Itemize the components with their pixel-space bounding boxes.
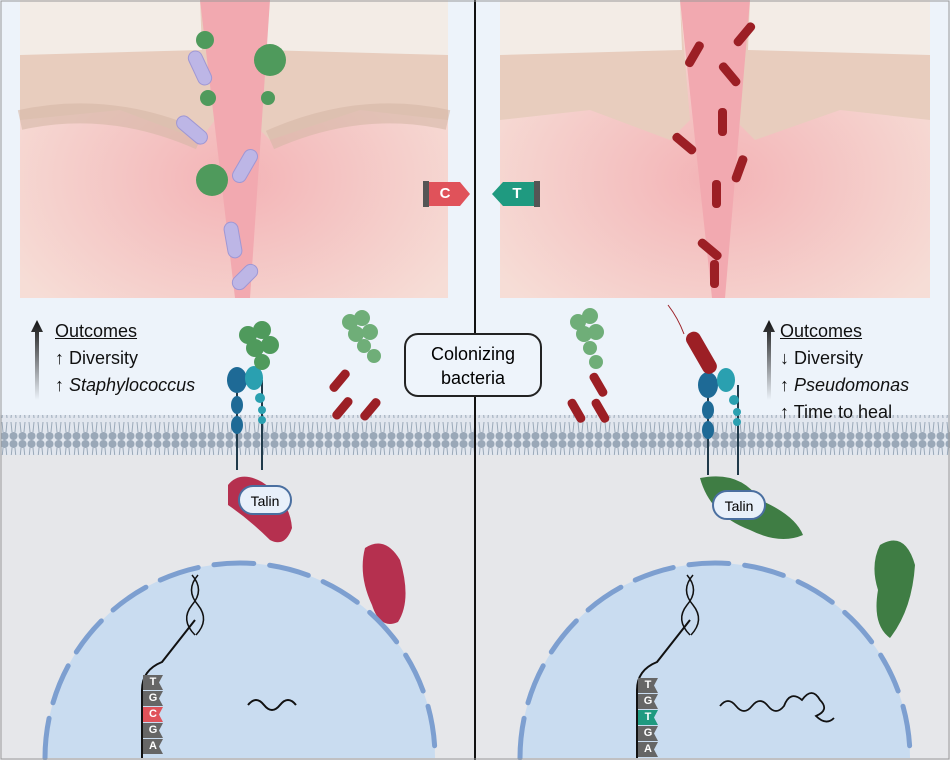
integrin-left	[227, 321, 279, 470]
outcomes-title: Outcomes	[55, 321, 138, 341]
up-arrow-icon	[763, 320, 775, 400]
pseudomonas-rods	[329, 369, 610, 423]
nucleus-left	[42, 560, 438, 760]
outcomes-title: Outcomes	[780, 321, 863, 341]
outcome-text: Diversity	[69, 348, 139, 368]
dna-base: A	[143, 739, 163, 754]
c-allele-label: C	[439, 185, 451, 202]
outcome-text: Diversity	[794, 348, 864, 368]
outcome-item: ↑ Diversity	[55, 348, 138, 369]
t-allele-marker	[492, 181, 540, 207]
up-arrow-icon: ↑	[780, 375, 789, 395]
up-arrow-icon: ↑	[780, 402, 789, 422]
dna-base: G	[143, 723, 163, 738]
mrna-left	[247, 699, 297, 711]
dna-base-highlight: C	[143, 707, 163, 722]
dna-base: G	[638, 694, 658, 709]
outcome-text: Time to heal	[793, 402, 893, 422]
integrin-right	[667, 304, 741, 475]
c-allele-marker	[423, 181, 470, 207]
up-arrow-icon	[31, 320, 43, 400]
talin-label-left: Talin	[238, 485, 292, 515]
signaling-protein-right	[874, 540, 915, 638]
dna-base: T	[143, 675, 163, 690]
outcome-item: ↓ Diversity	[780, 348, 863, 369]
dna-base-highlight: T	[638, 710, 658, 725]
mrna-right	[719, 692, 835, 723]
skin-wound-left	[17, 0, 451, 298]
skin-wound-right	[500, 0, 930, 298]
signaling-protein-left	[362, 543, 406, 624]
dna-base: T	[638, 678, 658, 693]
outcome-item: ↑ Pseudomonas	[780, 375, 909, 396]
up-arrow-icon: ↑	[55, 348, 64, 368]
outcome-item: ↑ Staphylococcus	[55, 375, 195, 396]
label-line: Colonizing	[430, 344, 516, 364]
dna-base: A	[638, 742, 658, 757]
outcome-text: Pseudomonas	[794, 375, 910, 395]
label-line: bacteria	[440, 368, 506, 388]
dna-base: G	[143, 691, 163, 706]
nucleus-right	[517, 560, 913, 760]
staphylococcus-cluster	[342, 308, 604, 369]
outcome-item: ↑ Time to heal	[780, 402, 892, 423]
talin-label-right: Talin	[712, 490, 766, 520]
up-arrow-icon: ↑	[55, 375, 64, 395]
colonizing-bacteria-label: Colonizing bacteria	[404, 333, 542, 397]
outcome-text: Staphylococcus	[69, 375, 196, 395]
t-allele-label: T	[512, 185, 522, 202]
down-arrow-icon: ↓	[780, 348, 789, 368]
dna-base: G	[638, 726, 658, 741]
